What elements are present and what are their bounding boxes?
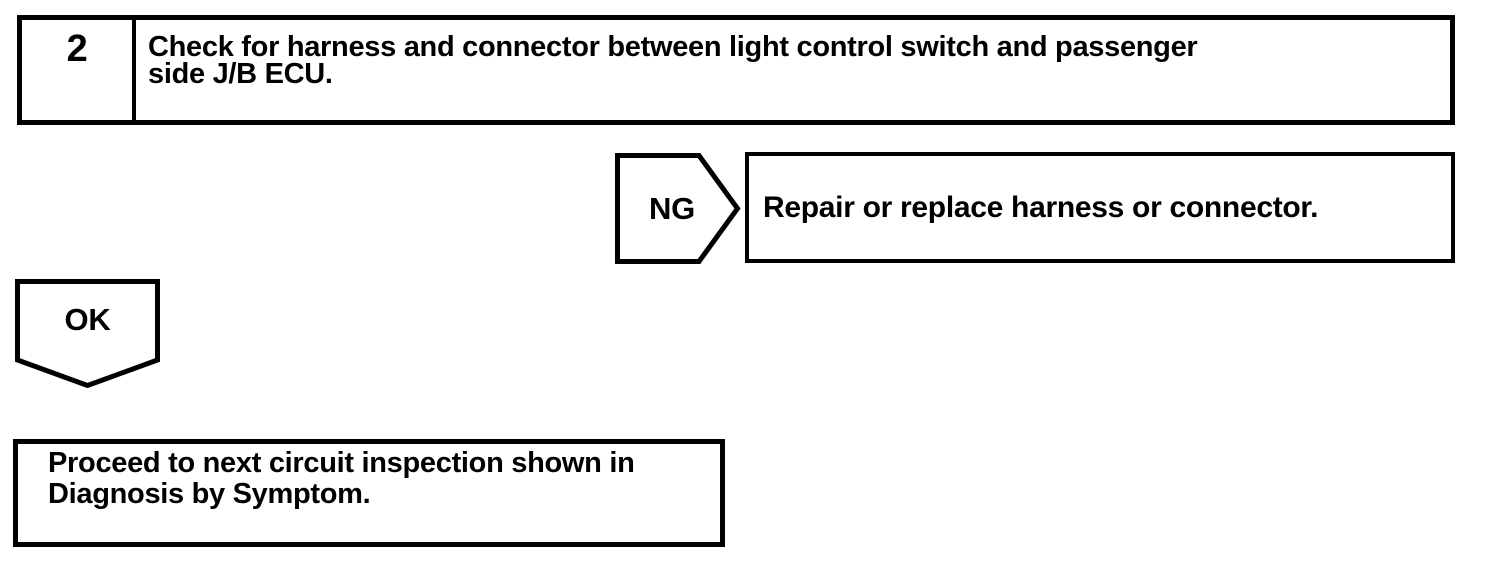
- ok-arrow-shape: [15, 279, 160, 389]
- ok-action-line-1: Proceed to next circuit inspection shown…: [48, 447, 635, 479]
- ok-action-line-2: Diagnosis by Symptom.: [48, 478, 371, 510]
- step-instruction: Check for harness and connector between …: [136, 20, 1450, 120]
- ok-label: OK: [64, 301, 111, 337]
- ng-label: NG: [649, 190, 695, 226]
- ng-arrow-shape: [615, 153, 741, 264]
- step-box: 2 Check for harness and connector betwee…: [17, 15, 1455, 125]
- ok-action-box: Proceed to next circuit inspection shown…: [13, 439, 725, 547]
- ok-arrow: OK: [15, 279, 160, 389]
- ok-arrow-outline: [15, 279, 160, 389]
- ng-arrow: NG: [615, 153, 741, 264]
- ng-arrow-outline: [615, 153, 741, 264]
- step-instruction-line-2: side J/B ECU.: [148, 58, 333, 90]
- step-instruction-line-1: Check for harness and connector between …: [148, 31, 1198, 63]
- ng-action-box: Repair or replace harness or connector.: [745, 152, 1455, 263]
- step-number: 2: [22, 20, 136, 120]
- ng-action-text: Repair or replace harness or connector.: [763, 190, 1319, 224]
